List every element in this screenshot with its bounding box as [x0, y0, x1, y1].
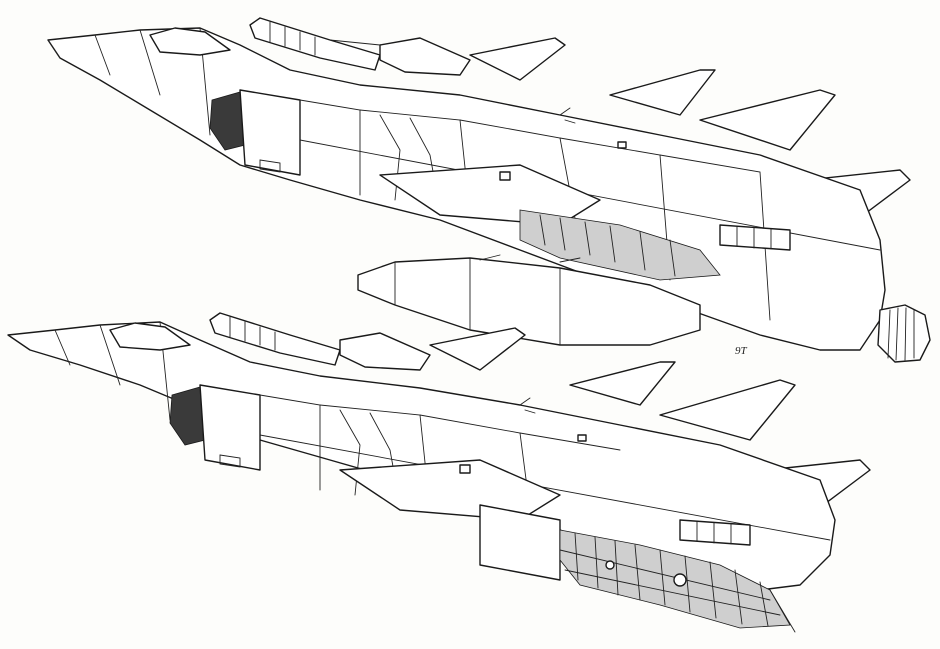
lower-window-row: [679, 519, 751, 546]
upper-wing: [379, 164, 601, 226]
artist-signature: 9T: [735, 345, 747, 357]
upper-exhaust-nozzle: [877, 304, 931, 363]
lower-tail-fin-1: [569, 361, 676, 406]
lower-cockpit: [109, 322, 191, 351]
lower-exposed-engine: [559, 529, 791, 629]
aircraft-lower: [7, 312, 871, 633]
upper-window-row: [719, 224, 791, 251]
aircraft-upper: [47, 17, 931, 363]
lower-tail-fin-2: [659, 379, 796, 441]
lower-gun-mount: [339, 332, 431, 371]
lower-canard: [429, 327, 526, 371]
upper-tail-fin-2: [699, 89, 836, 151]
upper-canard: [469, 37, 566, 81]
upper-mechanism: [519, 209, 721, 281]
upper-tail-fin-1: [609, 69, 716, 116]
lower-engine-bay-door: [479, 504, 561, 581]
lower-wing: [339, 459, 561, 521]
upper-cockpit: [149, 27, 231, 56]
upper-gun-mount: [379, 37, 471, 76]
